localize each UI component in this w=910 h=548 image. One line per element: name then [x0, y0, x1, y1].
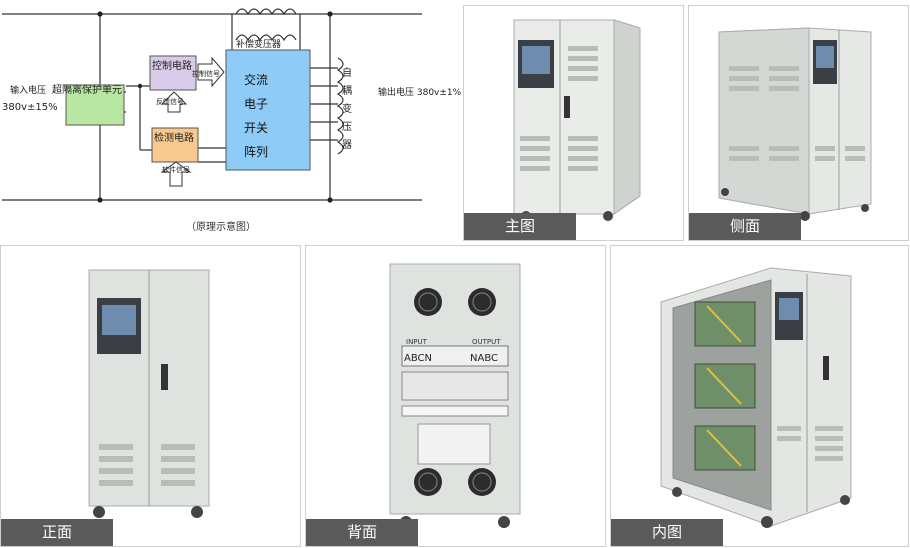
- auto-transformer-char-3: 变: [342, 102, 352, 115]
- input-label: 输入电压: [10, 84, 46, 96]
- feedback-arrow-icon: [160, 91, 188, 113]
- back-output-label: OUTPUT: [472, 338, 501, 346]
- soft-signal-label: 软件信号: [162, 165, 190, 174]
- auto-transformer-char-5: 器: [342, 139, 352, 151]
- caption-inside: 内图: [611, 519, 723, 546]
- caption-front: 正面: [1, 519, 113, 546]
- switch-array-line-1: 交流: [244, 72, 268, 87]
- photo-panel-back: INPUT OUTPUT ABCN NABC 背面: [305, 245, 606, 547]
- detect-circuit-box: [151, 127, 199, 163]
- photo-panel-side: 侧面: [688, 5, 909, 241]
- photo-panel-inside: 内图: [610, 245, 909, 547]
- schematic-diagram: 补偿变压器 输入电压 超隔离保护单元 380v±15% 控制电路 控制信号 反馈…: [2, 8, 462, 233]
- caption-side: 侧面: [689, 213, 801, 240]
- control-circuit-label: 控制电路: [152, 59, 192, 72]
- auto-transformer-char-4: 压: [342, 121, 352, 133]
- control-circuit-box: [149, 55, 197, 91]
- photo-panel-front: 正面: [0, 245, 301, 547]
- detect-circuit-label: 检测电路: [154, 131, 194, 144]
- back-terminals-out: NABC: [470, 353, 498, 364]
- output-label: 输出电压 380v±1%: [378, 86, 462, 98]
- switch-array-box: [225, 49, 311, 171]
- caption-main: 主图: [464, 213, 576, 240]
- switch-array-line-2: 电子: [244, 97, 268, 111]
- back-input-label: INPUT: [406, 338, 428, 346]
- auto-transformer-char-1: 自: [342, 66, 352, 79]
- cabinet-back-image: INPUT OUTPUT ABCN NABC: [389, 263, 521, 528]
- control-signal-label: 控制信号: [192, 69, 220, 78]
- isolation-unit-box: [65, 84, 125, 126]
- comp-transformer-label: 补偿变压器: [236, 38, 281, 50]
- switch-array-line-4: 阵列: [244, 145, 268, 159]
- photo-panel-main: 主图: [463, 5, 684, 241]
- cabinet-front-image: [88, 269, 210, 518]
- input-voltage: 380v±15%: [2, 102, 58, 113]
- cabinet-main-image: [513, 19, 641, 221]
- soft-signal-arrow-icon: [160, 161, 192, 187]
- cabinet-side-image: [718, 27, 872, 221]
- back-terminals-in: ABCN: [404, 353, 432, 364]
- caption-back: 背面: [306, 519, 418, 546]
- auto-transformer-char-2: 耦: [342, 85, 352, 97]
- control-arrow-icon: [197, 56, 225, 88]
- isolation-unit-label: 超隔离保护单元: [52, 83, 122, 96]
- feedback-signal-label: 反馈信号: [156, 97, 184, 106]
- switch-array-line-3: 开关: [244, 121, 268, 135]
- cabinet-inside-image: [660, 267, 852, 528]
- diagram-caption: （原理示意图）: [186, 220, 256, 233]
